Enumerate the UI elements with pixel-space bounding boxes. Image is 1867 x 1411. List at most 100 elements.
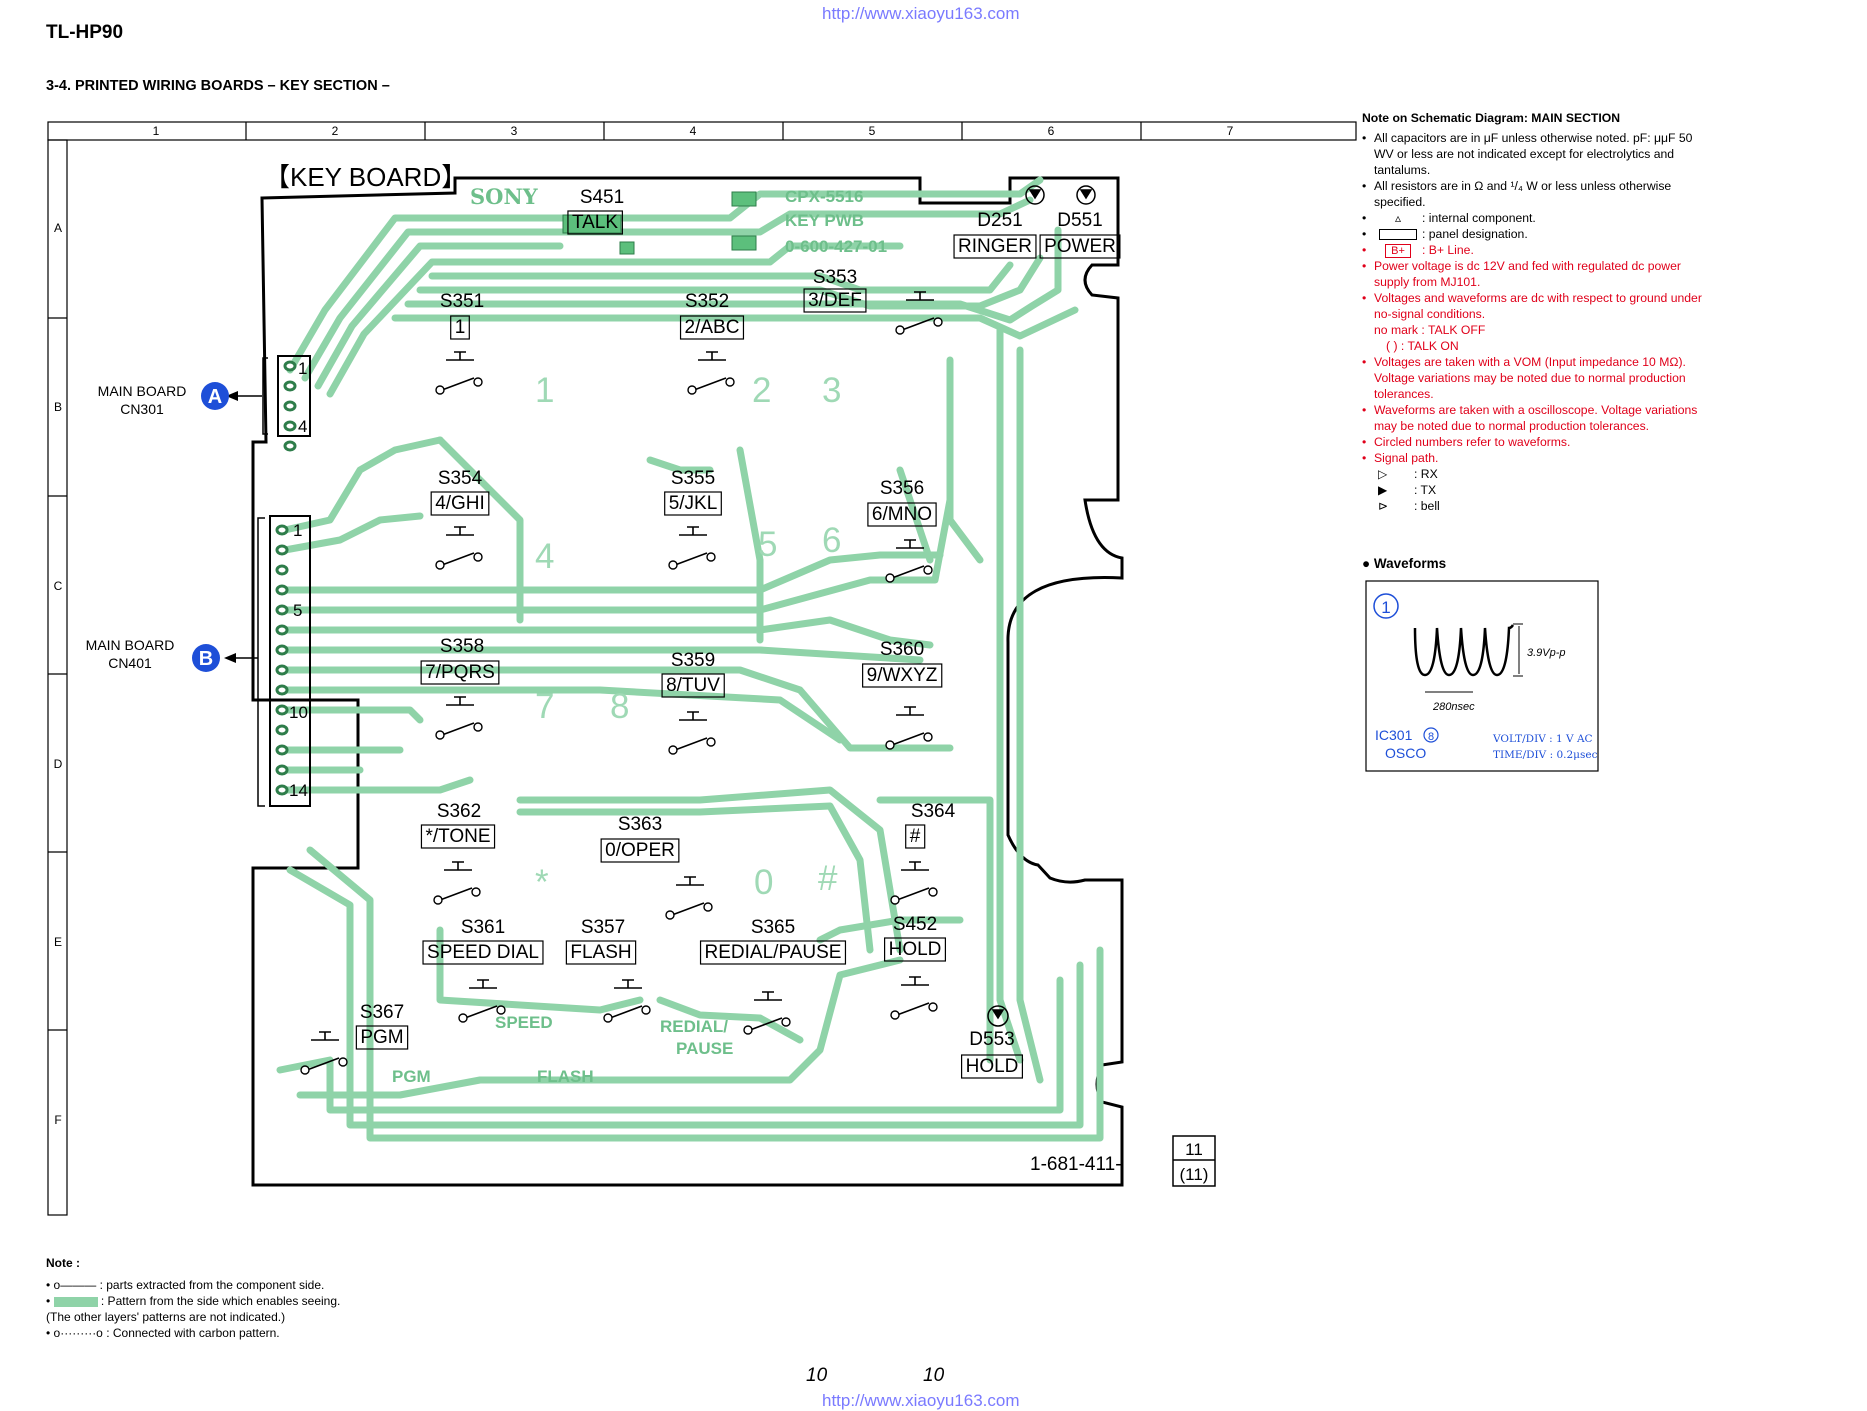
s353-label: 3/DEF (808, 290, 862, 311)
cn301-pin-4: 4 (298, 417, 307, 436)
s451-label: TALK (572, 212, 618, 233)
grid-col-1: 1 (153, 124, 160, 138)
board-code-line-2: KEY PWB (785, 211, 864, 230)
d551-label-box (1039, 234, 1121, 259)
open-arrow-symbol: ▷ (1378, 467, 1388, 481)
s356-contact-2 (923, 565, 933, 575)
grid-row-d: D (54, 757, 63, 771)
grid-col-2: 2 (332, 124, 339, 138)
filled-arrow-symbol: ▶ (1378, 483, 1388, 497)
cn401-pin-1: 1 (293, 521, 302, 540)
waveform-source-ic: IC301 (1375, 727, 1413, 743)
grid-col-7: 7 (1227, 124, 1234, 138)
copper-traces (276, 176, 1104, 1142)
s351-switch-symbol (441, 351, 475, 391)
s353-switch-symbol (901, 291, 935, 331)
switch-s356: S356 6/MNO (867, 478, 937, 583)
bell-arrow-symbol: ⊳ (1378, 499, 1389, 513)
grid-row-f: F (54, 1113, 61, 1127)
s356-ref: S356 (880, 478, 924, 499)
s363-contact-2 (703, 902, 713, 912)
silk-digit-2: 2 (752, 371, 771, 410)
s367-contact-1 (300, 1065, 310, 1075)
cn301-pin-1: 1 (298, 359, 307, 378)
page-number-left: 10 (806, 1365, 828, 1386)
note-capacitors: All capacitors are in μF unless otherwis… (1362, 130, 1712, 178)
silk-digit-star: * (535, 863, 549, 902)
s362-contact-2 (471, 887, 481, 897)
note-carbon-pattern: • o·········o : Connected with carbon pa… (46, 1326, 280, 1340)
board-code-line-3: 0-600-427-01 (785, 237, 887, 256)
board-title: 【KEY BOARD】 (264, 162, 467, 192)
s353-label-box (803, 288, 867, 313)
section-title: 3-4. PRINTED WIRING BOARDS – KEY SECTION… (46, 78, 390, 94)
s365-label-box (699, 940, 847, 965)
d551-label: POWER (1044, 236, 1116, 257)
s452-ref: S452 (893, 914, 937, 935)
s353-contact-2 (933, 317, 943, 327)
s354-contact-2 (473, 552, 483, 562)
s354-switch-symbol (441, 526, 475, 566)
signal-path-bell: ⊳: bell (1378, 499, 1440, 513)
brand-silkscreen: SONY (470, 184, 539, 209)
s364-contact-2 (928, 887, 938, 897)
s357-contact-1 (603, 1013, 613, 1023)
s367-label: PGM (360, 1027, 403, 1048)
s357-label-box (565, 940, 637, 965)
s363-label: 0/OPER (605, 840, 675, 861)
s364-label-box (905, 824, 926, 849)
s361-switch-symbol (464, 979, 498, 1019)
s352-label-box (679, 315, 745, 340)
copper-pads (562, 191, 757, 255)
s362-switch-symbol (439, 861, 473, 901)
silk-pause: PAUSE (676, 1039, 733, 1058)
bottom-notes: Note : • o——— : parts extracted from the… (46, 1255, 340, 1341)
waveform-source-pin: 8 (1428, 731, 1434, 743)
led-footprints (987, 185, 1096, 1027)
note-pattern-side: • : Pattern from the side which enables … (46, 1294, 341, 1308)
s359-ref: S359 (671, 650, 715, 671)
grid-col-6: 6 (1048, 124, 1055, 138)
s352-contact-2 (725, 377, 735, 387)
note-internal-component: ▵: internal component. (1362, 210, 1712, 226)
s452-label: HOLD (889, 939, 942, 960)
silk-digit-3: 3 (822, 371, 841, 410)
s365-contact-2 (781, 1017, 791, 1027)
silk-digit-0: 0 (754, 863, 773, 902)
s358-contact-1 (435, 730, 445, 740)
s352-contact-1 (687, 385, 697, 395)
s452-contact-1 (890, 1010, 900, 1020)
signal-path-tx: ▶: TX (1378, 483, 1437, 497)
connector-cn401: 1 5 10 14 (257, 515, 311, 807)
s357-ref: S357 (581, 917, 625, 938)
source-url-top[interactable]: http://www.xiaoyu163.com (822, 4, 1020, 23)
schematic-notes-heading: Note on Schematic Diagram: MAIN SECTION (1362, 111, 1621, 125)
s361-contact-2 (496, 1005, 506, 1015)
s356-label-box (867, 502, 937, 527)
s356-contact-1 (885, 573, 895, 583)
s352-label: 2/ABC (685, 317, 740, 338)
b-plus-symbol: B+ (1385, 244, 1411, 258)
cn301-badge-letter: A (208, 386, 222, 408)
s358-contact-2 (473, 722, 483, 732)
silk-redial: REDIAL/ (660, 1017, 728, 1036)
s360-label-box (862, 663, 943, 688)
waveform-trace (1413, 624, 1515, 677)
cn401-pin-5: 5 (293, 601, 302, 620)
source-url-bottom[interactable]: http://www.xiaoyu163.com (822, 1391, 1020, 1410)
cn401-pin-10: 10 (289, 703, 308, 722)
cn401-pin-14: 14 (289, 781, 308, 800)
d251-label: RINGER (958, 236, 1032, 257)
s356-label: 6/MNO (872, 504, 932, 525)
silk-pgm: PGM (392, 1067, 431, 1086)
s358-label-box (420, 660, 500, 685)
s358-ref: S358 (440, 636, 484, 657)
